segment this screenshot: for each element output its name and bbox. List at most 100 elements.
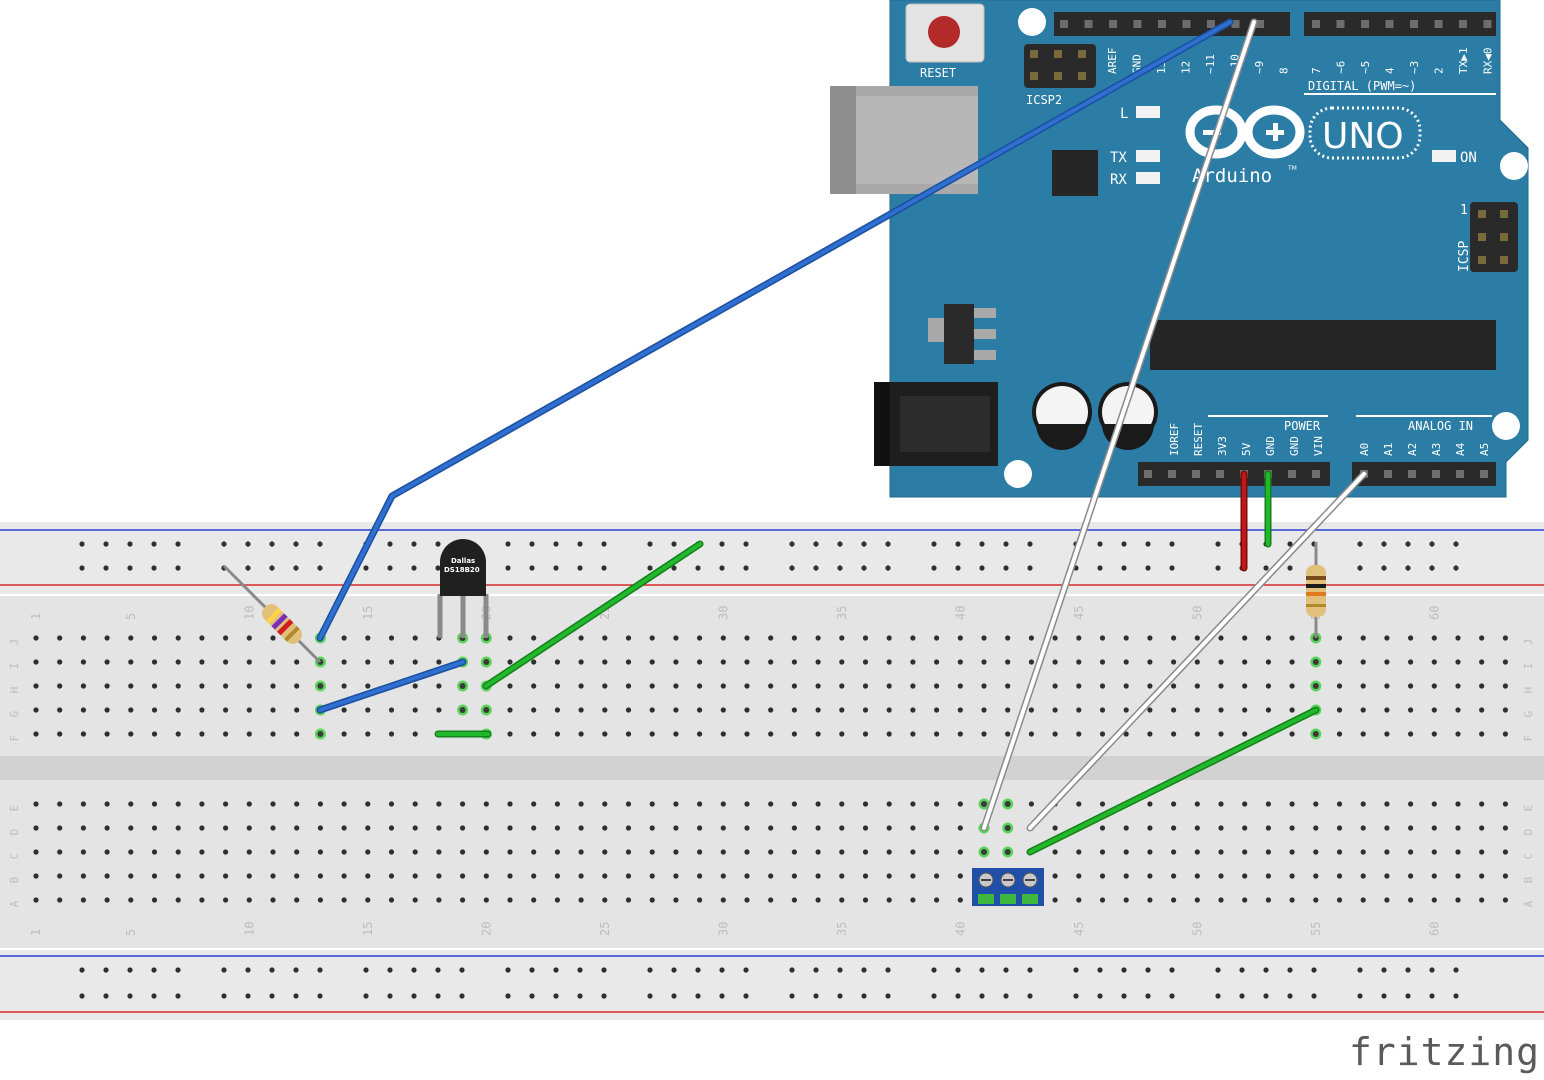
breadboard-hole	[128, 897, 134, 903]
breadboard-hole	[673, 897, 679, 903]
breadboard-hole	[1145, 967, 1151, 973]
breadboard-hole	[862, 873, 869, 879]
breadboard-hole	[768, 707, 774, 713]
breadboard-hole	[886, 659, 892, 665]
breadboard-hole	[127, 565, 133, 571]
breadboard-hole	[223, 683, 229, 689]
breadboard-hole	[1405, 967, 1411, 973]
breadboard-hole	[1076, 635, 1082, 641]
breadboard-hole	[128, 635, 134, 641]
breadboard-hole	[246, 873, 252, 879]
breadboard-hole	[815, 635, 821, 641]
breadboard-hole	[1502, 849, 1508, 855]
breadboard-hole	[1289, 897, 1295, 903]
breadboard-hole	[1215, 967, 1221, 973]
breadboard-hole	[103, 565, 109, 571]
breadboard-channel	[0, 756, 1544, 780]
breadboard-hole	[411, 993, 417, 999]
breadboard-hole	[1431, 731, 1437, 737]
breadboard-hole	[1336, 801, 1343, 807]
breadboard-hole	[1313, 849, 1319, 855]
breadboard-hole	[815, 801, 821, 807]
breadboard-hole	[577, 565, 583, 571]
breadboard-hole	[1099, 635, 1106, 641]
breadboard-hole	[1381, 993, 1387, 999]
breadboard-hole	[1265, 683, 1271, 689]
breadboard-hole	[175, 873, 181, 879]
column-number: 1	[29, 613, 43, 620]
breadboard-hole	[1357, 565, 1363, 571]
breadboard-hole	[719, 993, 725, 999]
breadboard-hole	[459, 707, 466, 713]
breadboard-hole	[104, 849, 110, 855]
breadboard-hole	[365, 635, 371, 641]
breadboard-hole	[1312, 659, 1319, 665]
breadboard-hole	[1076, 801, 1082, 807]
breadboard-hole	[554, 801, 561, 807]
breadboard-hole	[1123, 897, 1129, 903]
breadboard-hole	[839, 801, 845, 807]
breadboard-hole	[151, 635, 158, 641]
breadboard-hole	[1381, 967, 1387, 973]
row-letter: J	[8, 639, 21, 646]
digital-pin-label: 2	[1433, 67, 1446, 74]
reset-button[interactable]	[905, 3, 985, 63]
breadboard-hole	[697, 731, 703, 737]
breadboard-hole	[388, 825, 395, 831]
breadboard-hole	[151, 541, 157, 547]
breadboard-hole	[934, 707, 940, 713]
breadboard-hole	[365, 897, 371, 903]
breadboard-hole	[886, 873, 892, 879]
breadboard-hole	[1431, 801, 1437, 807]
breadboard-hole	[1455, 873, 1461, 879]
header-pin	[1084, 20, 1093, 28]
breadboard-hole	[529, 565, 535, 571]
breadboard-hole	[104, 873, 110, 879]
breadboard-hole	[270, 897, 276, 903]
breadboard-hole	[1287, 967, 1293, 973]
breadboard-hole	[1502, 683, 1508, 689]
breadboard-hole	[1028, 707, 1034, 713]
breadboard-hole	[1003, 967, 1009, 973]
breadboard-hole	[1384, 825, 1390, 831]
breadboard-hole	[1076, 731, 1082, 737]
breadboard-hole	[199, 801, 205, 807]
breadboard-hole	[719, 565, 725, 571]
digital-pin-label: AREF	[1106, 48, 1119, 75]
breadboard-hole	[744, 801, 750, 807]
breadboard-hole	[1218, 683, 1224, 689]
breadboard-hole	[1052, 849, 1058, 855]
header-pin	[1336, 20, 1345, 28]
breadboard-hole	[57, 873, 63, 879]
breadboard-hole	[460, 825, 466, 831]
breadboard-hole	[1218, 849, 1224, 855]
breadboard-hole	[553, 565, 559, 571]
breadboard-hole	[246, 825, 252, 831]
breadboard-hole	[743, 565, 749, 571]
column-number: 10	[242, 606, 256, 620]
breadboard-hole	[1265, 897, 1271, 903]
breadboard-hole	[862, 825, 869, 831]
breadboard-hole	[483, 849, 489, 855]
breadboard-hole	[388, 635, 395, 641]
column-number: 50	[1190, 922, 1204, 936]
breadboard-hole	[602, 635, 608, 641]
breadboard-hole	[1357, 541, 1363, 547]
breadboard-hole	[1431, 849, 1437, 855]
breadboard-hole	[815, 683, 821, 689]
breadboard-hole	[483, 897, 489, 903]
breadboard-hole	[647, 565, 653, 571]
breadboard-hole	[1384, 873, 1390, 879]
breadboard-hole	[341, 825, 347, 831]
breadboard-hole	[743, 967, 749, 973]
breadboard-hole	[269, 993, 275, 999]
breadboard-hole	[578, 897, 584, 903]
breadboard-hole	[885, 993, 891, 999]
digital-header-right	[1304, 12, 1496, 36]
breadboard-hole	[1242, 635, 1248, 641]
header-pin	[1192, 470, 1200, 478]
breadboard-hole	[199, 659, 205, 665]
breadboard-hole	[1453, 541, 1459, 547]
breadboard-hole	[1336, 683, 1343, 689]
row-letter: E	[8, 805, 21, 812]
